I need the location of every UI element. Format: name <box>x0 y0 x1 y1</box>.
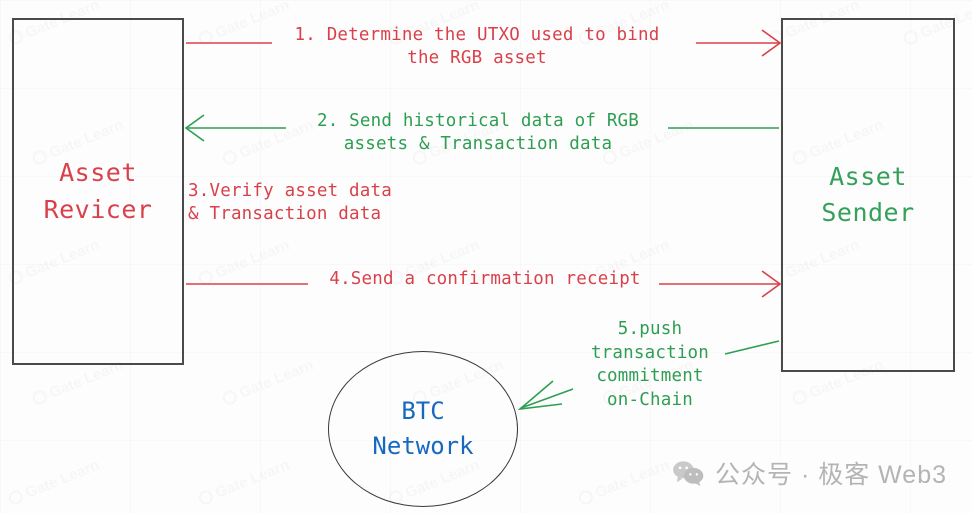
wechat-watermark-badge: 公众号 · 极客 Web3 <box>672 455 947 491</box>
message-5-label: 5.push transaction commitment on-Chain <box>590 319 710 410</box>
arrow-4-confirmation-receipt <box>186 270 782 298</box>
btc-network-label: BTC Network <box>372 397 474 460</box>
btc-network-node[interactable]: BTC Network <box>328 351 518 507</box>
arrow-2-send-historical-data <box>184 114 779 142</box>
message-4-label: 4.Send a confirmation receipt <box>329 269 641 289</box>
asset-receiver-node[interactable]: Asset Revicer <box>12 18 184 365</box>
message-3-label: 3.Verify asset data & Transaction data <box>188 181 392 225</box>
asset-receiver-label: Asset Revicer <box>43 158 153 224</box>
wechat-badge-text: 公众号 · 极客 Web3 <box>715 461 948 489</box>
arrow-5-push-commitment <box>517 340 780 411</box>
wechat-icon <box>673 461 704 486</box>
message-2-label: 2. Send historical data of RGB assets & … <box>316 111 640 155</box>
arrow-1-determine-utxo <box>186 29 782 57</box>
asset-sender-node[interactable]: Asset Sender <box>781 18 955 372</box>
asset-sender-label: Asset Sender <box>821 161 915 227</box>
message-1-label: 1. Determine the UTXO used to bind the R… <box>294 25 660 69</box>
